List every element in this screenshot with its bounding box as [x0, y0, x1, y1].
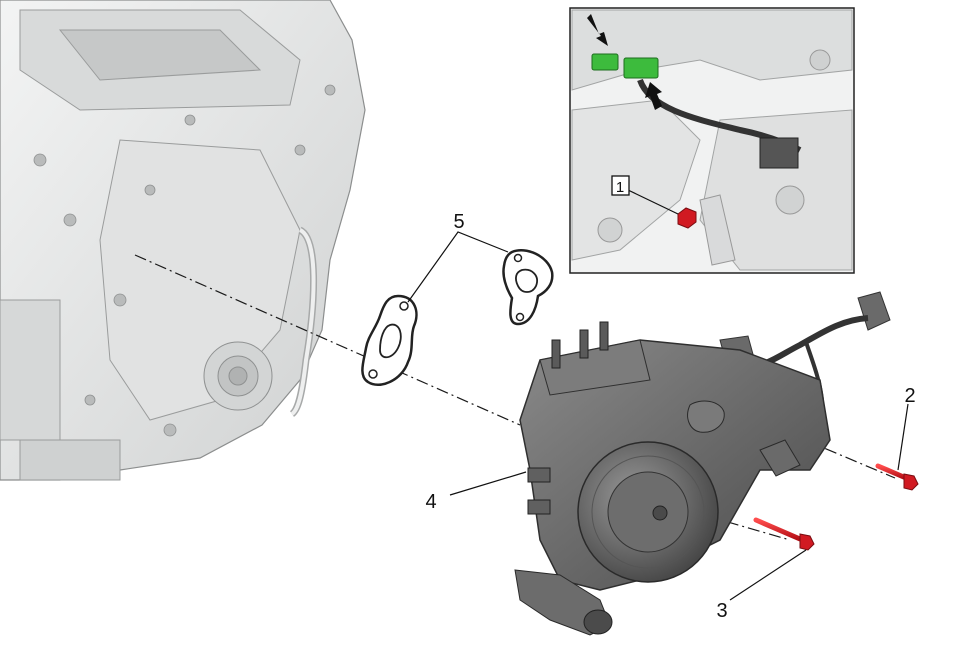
gasket-lower — [361, 294, 418, 387]
callout-4: 4 — [425, 491, 436, 513]
callout-2: 2 — [904, 385, 915, 407]
callout-box-1 — [611, 175, 630, 196]
water-pump-assembly — [514, 291, 891, 636]
callout-5: 5 — [453, 211, 464, 233]
gasket-upper — [502, 249, 554, 326]
engine-block — [0, 0, 366, 481]
green-connectors — [591, 53, 659, 79]
arrow-down-icon — [587, 14, 608, 46]
callout-3: 3 — [716, 600, 727, 622]
inset-bolt-1 — [677, 207, 697, 229]
bolt-2 — [875, 463, 919, 491]
leader-lines — [407, 231, 909, 601]
callout-1: 1 — [616, 179, 624, 196]
arrow-up-icon — [645, 82, 662, 110]
inset-detail — [569, 7, 855, 274]
bolt-3 — [753, 517, 815, 551]
